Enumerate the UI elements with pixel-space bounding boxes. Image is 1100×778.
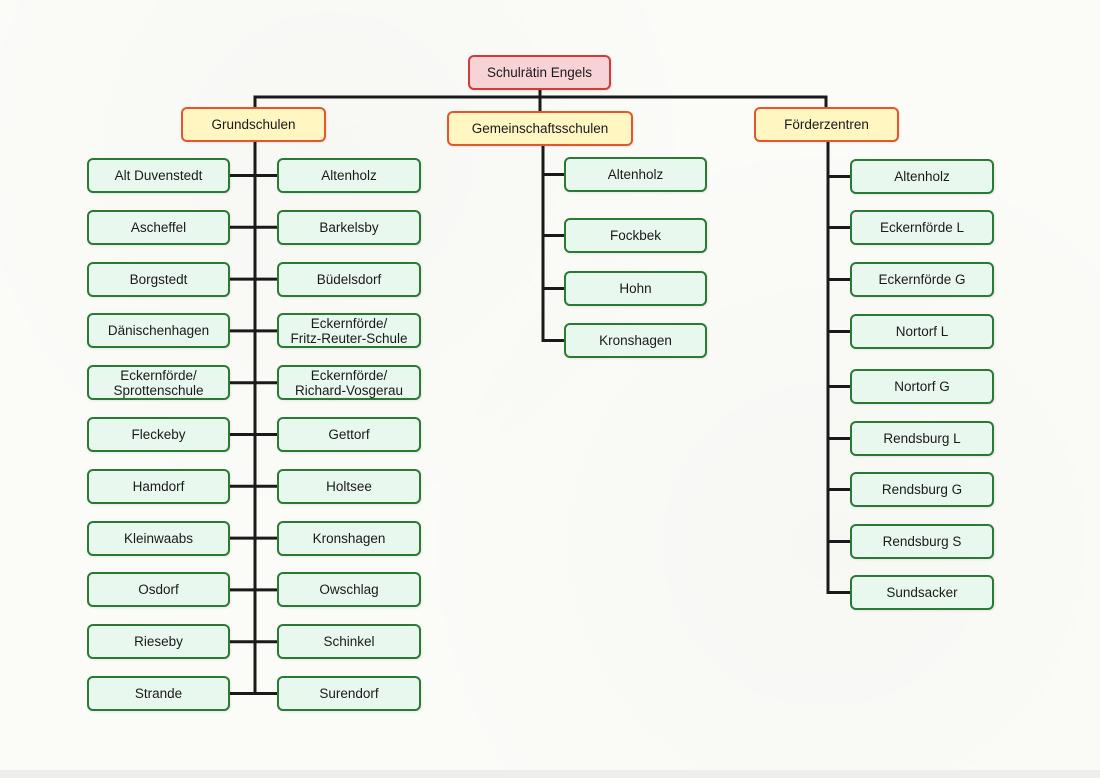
- leaf-grundschule-left: Borgstedt: [87, 261, 230, 297]
- leaf-label-line: Surendorf: [319, 686, 379, 701]
- leaf-label-line: Fleckeby: [131, 427, 186, 442]
- leaf-label-line: Fritz-Reuter-Schule: [290, 330, 408, 346]
- leaf-grundschule-right: Surendorf: [277, 676, 421, 711]
- leaf-foerderzentrum: Rendsburg G: [850, 472, 994, 507]
- leaf-label-line: Altenholz: [607, 167, 664, 182]
- leaf-label-line: Dänischenhagen: [107, 323, 210, 339]
- leaf-label-line: Hohn: [619, 281, 652, 296]
- leaf-foerderzentrum: Altenholz: [850, 159, 994, 194]
- leaf-foerderzentrum: Eckernförde L: [850, 210, 994, 245]
- leaf-grundschule-left: Hamdorf: [87, 468, 230, 504]
- leaf-label-line: Eckernförde/: [310, 367, 388, 383]
- leaf-label-line: Gettorf: [328, 427, 370, 442]
- leaf-label-line: Eckernförde/: [120, 367, 197, 383]
- leaf-grundschule-right: Gettorf: [277, 417, 421, 452]
- leaf-grundschule-right: Barkelsby: [277, 209, 421, 245]
- leaf-label-line: Kronshagen: [312, 530, 386, 546]
- leaf-foerderzentrum: Nortorf G: [850, 369, 994, 404]
- root-node: Schulrätin Engels: [468, 55, 611, 90]
- leaf-foerderzentrum: Nortorf L: [850, 314, 994, 349]
- leaf-label-line: Kleinwaabs: [123, 530, 194, 546]
- leaf-foerderzentrum: Rendsburg S: [850, 524, 994, 559]
- leaf-grundschule-right: Eckernförde/Fritz-Reuter-Schule: [277, 313, 421, 349]
- leaf-gemeinschaftsschule: Kronshagen: [564, 323, 707, 358]
- leaf-grundschule-left: Fleckeby: [87, 417, 230, 452]
- leaf-label-line: Sprottenschule: [113, 382, 204, 398]
- leaf-grundschule-left: Ascheffel: [87, 209, 230, 245]
- leaf-label-line: Büdelsdorf: [316, 271, 382, 287]
- leaf-gemeinschaftsschule: Fockbek: [564, 218, 707, 253]
- leaf-grundschule-right: Schinkel: [277, 624, 421, 660]
- leaf-label-line: Strande: [134, 686, 183, 701]
- leaf-grundschule-left: Kleinwaabs: [87, 520, 230, 556]
- leaf-gemeinschaftsschule: Altenholz: [564, 157, 707, 192]
- leaf-label-line: Rendsburg S: [882, 534, 962, 549]
- leaf-label-line: Sundsacker: [886, 585, 958, 600]
- leaf-gemeinschaftsschule: Hohn: [564, 271, 707, 306]
- bottom-strip: [0, 770, 1100, 778]
- leaf-grundschule-right: Eckernförde/Richard-Vosgerau: [277, 365, 421, 401]
- leaf-label-line: Rendsburg G: [881, 482, 963, 497]
- category-grundschulen: Grundschulen: [181, 107, 326, 142]
- leaf-label-line: Altenholz: [894, 169, 950, 184]
- leaf-label-line: Holtsee: [326, 478, 372, 494]
- leaf-label-line: Eckernförde/: [310, 315, 388, 331]
- leaf-label-line: Eckernförde G: [878, 272, 966, 287]
- leaf-label-line: Kronshagen: [599, 333, 672, 348]
- leaf-label-line: Rieseby: [134, 634, 183, 650]
- leaf-grundschule-left: Osdorf: [87, 572, 230, 608]
- leaf-grundschule-right: Holtsee: [277, 468, 421, 504]
- leaf-grundschule-left: Strande: [87, 676, 230, 711]
- leaf-label-line: Barkelsby: [319, 219, 379, 235]
- leaf-label-line: Ascheffel: [130, 219, 187, 235]
- leaf-label-line: Richard-Vosgerau: [294, 382, 404, 398]
- leaf-label-line: Hamdorf: [132, 478, 185, 494]
- leaf-label-line: Owschlag: [319, 582, 379, 598]
- leaf-grundschule-left: Rieseby: [87, 624, 230, 660]
- category-foerderzentren: Förderzentren: [754, 107, 899, 142]
- leaf-label-line: Rendsburg L: [883, 431, 961, 446]
- leaf-label-line: Altenholz: [321, 168, 377, 183]
- leaf-grundschule-right: Kronshagen: [277, 520, 421, 556]
- leaf-grundschule-right: Büdelsdorf: [277, 261, 421, 297]
- category-gemeinschaftsschulen: Gemeinschaftsschulen: [447, 111, 633, 146]
- leaf-grundschule-left: Alt Duvenstedt: [87, 158, 230, 193]
- leaf-foerderzentrum: Rendsburg L: [850, 421, 994, 456]
- leaf-grundschule-left: Dänischenhagen: [87, 313, 230, 349]
- leaf-label-line: Nortorf L: [895, 324, 949, 339]
- leaf-label-line: Eckernförde L: [879, 220, 965, 235]
- leaf-label-line: Schinkel: [323, 634, 375, 650]
- leaf-label-line: Osdorf: [138, 582, 179, 598]
- leaf-label-line: Borgstedt: [129, 271, 188, 287]
- leaf-label-line: Fockbek: [609, 228, 662, 243]
- leaf-grundschule-left: Eckernförde/Sprottenschule: [87, 365, 230, 401]
- leaf-grundschule-right: Altenholz: [277, 158, 421, 193]
- leaf-label-line: Alt Duvenstedt: [114, 168, 203, 183]
- leaf-foerderzentrum: Sundsacker: [850, 575, 994, 610]
- leaf-foerderzentrum: Eckernförde G: [850, 262, 994, 297]
- leaf-grundschule-right: Owschlag: [277, 572, 421, 608]
- leaf-label-line: Nortorf G: [894, 379, 950, 394]
